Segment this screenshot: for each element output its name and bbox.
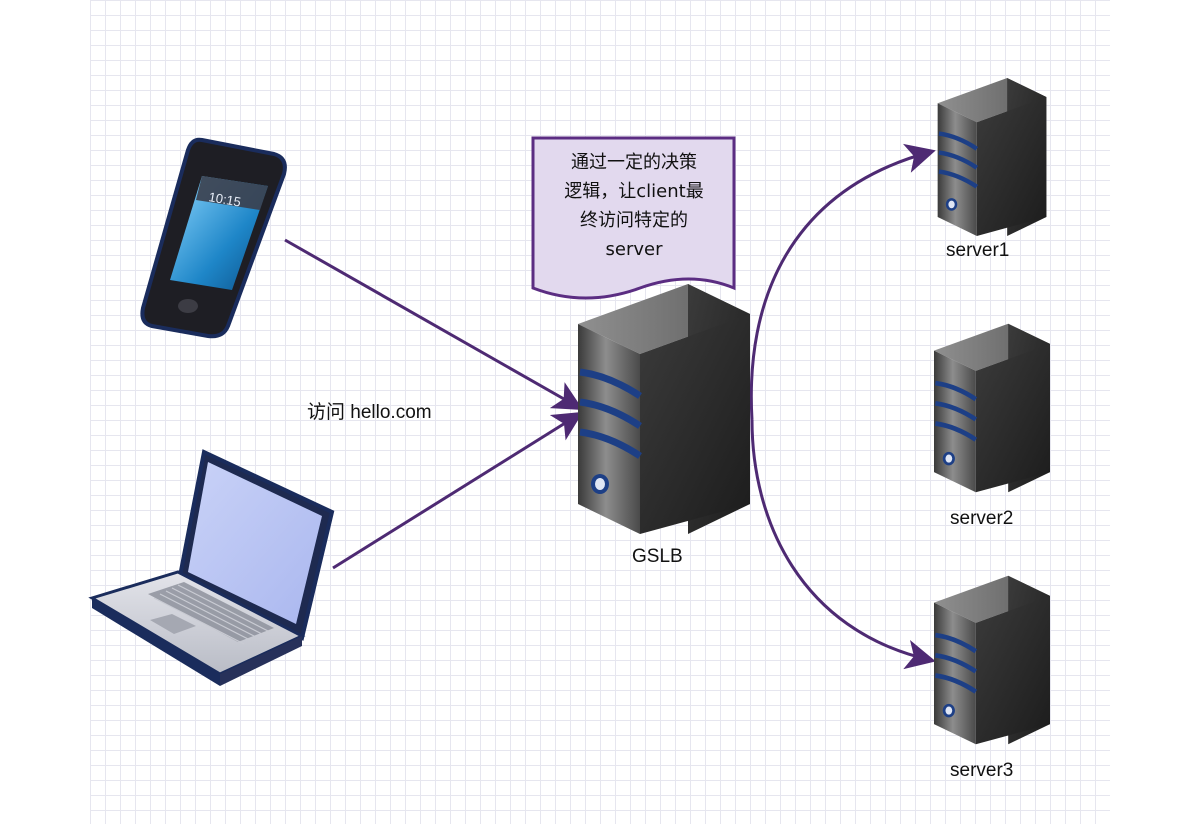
note-line: server xyxy=(605,239,663,260)
laptop-to-gslb-arrow xyxy=(332,411,584,570)
server3-icon xyxy=(934,576,1050,745)
server1-icon xyxy=(938,78,1047,236)
decision-note: 通过一定的决策 逻辑，让client最 终访问特定的 server xyxy=(534,148,734,264)
laptop-icon xyxy=(88,449,335,686)
gslb-label: GSLB xyxy=(632,546,683,567)
phone-to-gslb-arrow xyxy=(284,238,584,410)
server2-icon xyxy=(934,324,1050,493)
server1-label: server1 xyxy=(946,240,1010,261)
note-line: 通过一定的决策 xyxy=(571,152,697,173)
smartphone-icon: 10:15 xyxy=(140,137,287,339)
server2-label: server2 xyxy=(950,508,1014,529)
gslb-to-server1-arrow xyxy=(749,143,936,421)
note-line: 逻辑，让client最 xyxy=(564,181,704,202)
gslb-to-server3-arrow xyxy=(750,419,936,670)
note-line: 终访问特定的 xyxy=(580,210,688,231)
server3-label: server3 xyxy=(950,760,1014,781)
access-label: 访问 hello.com xyxy=(307,402,432,423)
decision-note-shape xyxy=(531,136,736,300)
gslb-server-icon xyxy=(578,284,750,534)
svg-text:10:15: 10:15 xyxy=(207,189,242,209)
